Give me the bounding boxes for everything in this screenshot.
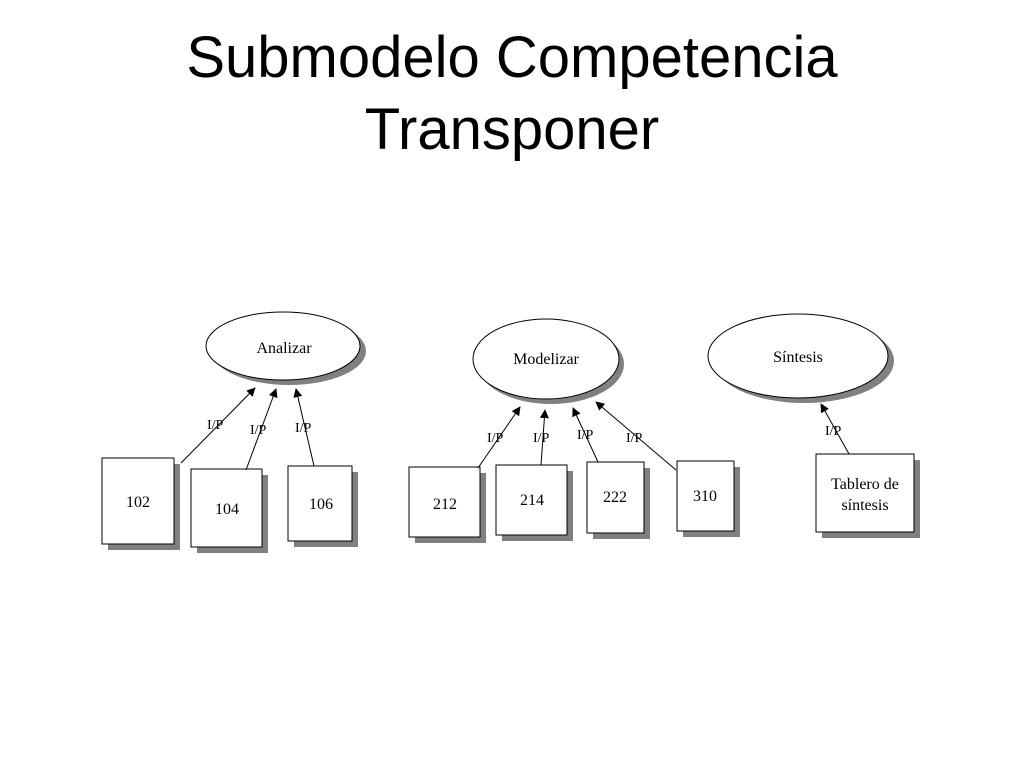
process-sintesis-ellipse bbox=[707, 313, 889, 399]
connector-tablero-sintesis bbox=[820, 403, 850, 455]
slide-title: Submodelo Competencia Transponer bbox=[0, 22, 1024, 166]
ip-label-102: I/P bbox=[207, 418, 224, 433]
connectors bbox=[180, 387, 850, 471]
ip-label-222: I/P bbox=[577, 428, 594, 443]
item-222: 222 bbox=[586, 461, 650, 539]
process-analizar-ellipse bbox=[205, 311, 361, 381]
item-104-label: 104 bbox=[215, 501, 239, 518]
item-106: 106 bbox=[287, 465, 358, 547]
connector-106-analizar bbox=[293, 388, 315, 467]
slide-title-line-2: Transponer bbox=[364, 97, 660, 162]
ip-label-104: I/P bbox=[250, 423, 267, 438]
item-104: 104 bbox=[190, 468, 268, 553]
connector-104-analizar bbox=[245, 388, 278, 471]
ip-label-106: I/P bbox=[295, 421, 312, 436]
slide-title-line-1: Submodelo Competencia bbox=[186, 25, 838, 90]
item-tablero-box bbox=[815, 453, 915, 533]
item-102-label: 102 bbox=[126, 494, 150, 511]
item-106-box bbox=[287, 465, 353, 542]
connector-222-modelizar bbox=[572, 407, 599, 463]
ip-label-212: I/P bbox=[487, 431, 504, 446]
connector-310-modelizar bbox=[595, 401, 677, 471]
item-214: 214 bbox=[495, 464, 573, 541]
item-106-label: 106 bbox=[309, 496, 333, 513]
connector-102-analizar bbox=[180, 387, 256, 464]
ip-label-tablero: I/P bbox=[825, 424, 842, 439]
item-310-label: 310 bbox=[693, 488, 717, 505]
item-214-label: 214 bbox=[520, 492, 544, 509]
item-222-label: 222 bbox=[603, 489, 627, 506]
process-modelizar-label: Modelizar bbox=[513, 351, 579, 368]
process-sintesis: Síntesis bbox=[707, 313, 894, 403]
item-212: 212 bbox=[408, 466, 486, 543]
item-212-box bbox=[408, 466, 481, 538]
item-212-label: 212 bbox=[433, 496, 457, 513]
item-222-box bbox=[586, 461, 645, 534]
item-tablero-label-line-1: Tablero de bbox=[831, 476, 899, 493]
connector-212-modelizar bbox=[477, 406, 521, 469]
connector-labels: I/P I/P I/P I/P I/P I/P I/P I/P bbox=[207, 418, 842, 446]
item-102: 102 bbox=[101, 457, 180, 550]
ip-label-214: I/P bbox=[533, 431, 550, 446]
item-tablero-de-sintesis: Tablero de síntesis bbox=[815, 453, 920, 538]
item-tablero-label-line-2: síntesis bbox=[841, 497, 888, 514]
ip-label-310: I/P bbox=[626, 431, 643, 446]
item-102-box bbox=[101, 457, 175, 545]
process-modelizar-ellipse bbox=[472, 318, 620, 400]
connector-214-modelizar bbox=[539, 409, 549, 466]
item-214-box bbox=[495, 464, 568, 536]
item-310: 310 bbox=[676, 460, 740, 537]
process-analizar-label: Analizar bbox=[256, 340, 312, 357]
process-modelizar: Modelizar bbox=[472, 318, 624, 404]
item-310-box bbox=[676, 460, 735, 532]
process-sintesis-label: Síntesis bbox=[773, 349, 823, 366]
process-analizar: Analizar bbox=[205, 311, 366, 385]
item-104-box bbox=[190, 468, 263, 548]
